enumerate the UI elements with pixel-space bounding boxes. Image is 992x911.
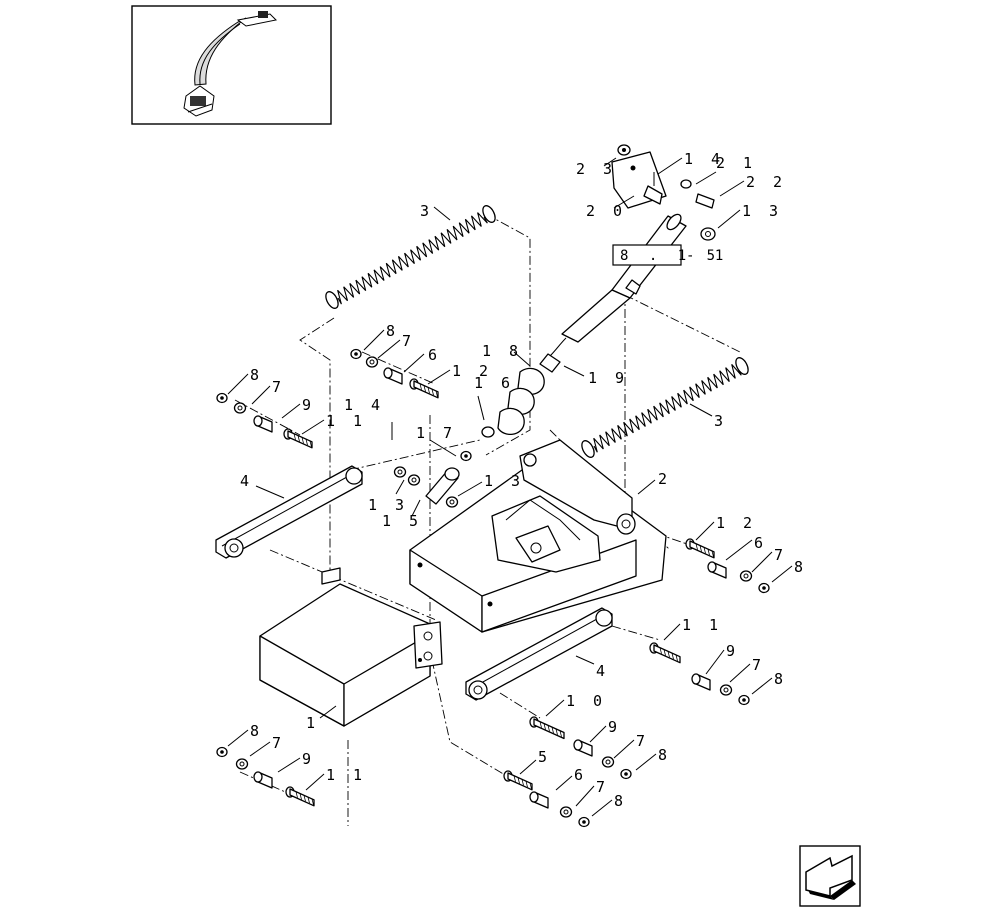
callout-19: 1 9 — [588, 369, 629, 387]
callout-3a: 3 — [420, 202, 434, 220]
callout-9b: 9 — [726, 642, 740, 660]
callout-11b: 1 1 — [682, 616, 723, 634]
upper-bracket — [611, 144, 716, 241]
callout-7c: 7 — [774, 546, 788, 564]
housing — [259, 567, 443, 727]
callout-3b: 3 — [714, 412, 728, 430]
reference-box-suffix: - 1 — [686, 248, 729, 264]
callout-20: 2 0 — [586, 202, 627, 220]
callout-23: 2 3 — [576, 160, 617, 178]
main-frame — [409, 439, 667, 633]
callout-7b: 7 — [272, 378, 286, 396]
next-page-arrow-icon[interactable] — [799, 845, 861, 907]
callout-8b: 8 — [250, 366, 264, 384]
callout-21: 2 1 — [716, 154, 757, 172]
callout-9c: 9 — [302, 750, 316, 768]
callout-7d: 7 — [752, 656, 766, 674]
callout-13c: 1 3 — [368, 496, 409, 514]
callout-17: 1 7 — [416, 424, 457, 442]
callout-6c: 6 — [574, 766, 588, 784]
callout-11c: 1 1 — [326, 766, 367, 784]
callout-18: 1 8 — [482, 342, 523, 360]
callout-8a: 8 — [386, 322, 400, 340]
callout-12b: 1 2 — [716, 514, 757, 532]
spring-lower — [581, 357, 749, 458]
callout-5: 5 — [538, 748, 552, 766]
reference-box: 8 . 1 5 - 1 — [612, 244, 729, 266]
callout-4b: 4 — [596, 662, 610, 680]
callout-8e: 8 — [250, 722, 264, 740]
callout-8c: 8 — [794, 558, 808, 576]
callout-2: 2 — [658, 470, 672, 488]
reference-box-text: 8 . 1 5 — [620, 248, 721, 264]
spring-upper — [325, 205, 496, 309]
callout-16: 1 6 — [474, 374, 515, 392]
callout-4a: 4 — [240, 472, 254, 490]
callout-9d: 9 — [608, 718, 622, 736]
callout-22: 2 2 — [746, 173, 787, 191]
callout-labels: 1 2 3 3 4 4 5 6 6 6 7 7 7 7 7 7 7 8 8 8 … — [240, 150, 808, 810]
callout-7a: 7 — [402, 332, 416, 350]
callout-15: 1 5 — [382, 512, 423, 530]
callout-7f: 7 — [636, 732, 650, 750]
hardware — [216, 348, 770, 828]
leader-lines — [227, 157, 793, 817]
lower-arm — [465, 607, 613, 701]
callout-8d: 8 — [774, 670, 788, 688]
callout-12a: 1 2 — [452, 362, 493, 380]
callout-8f: 8 — [658, 746, 672, 764]
thumbnail-locator-view — [131, 5, 332, 125]
callout-13b: 1 3 — [484, 472, 525, 490]
callout-14b: 1 4 — [344, 396, 385, 414]
callout-6b: 6 — [754, 534, 768, 552]
callout-7g: 7 — [596, 778, 610, 796]
callout-9a: 9 — [302, 396, 316, 414]
left-arm — [215, 465, 363, 559]
callout-6a: 6 — [428, 346, 442, 364]
callout-13a: 1 3 — [742, 202, 783, 220]
callout-10: 1 0 — [566, 692, 607, 710]
callout-1: 1 — [306, 714, 320, 732]
callout-14a: 1 4 — [684, 150, 725, 168]
callout-11a: 1 1 — [326, 412, 367, 430]
callout-7e: 7 — [272, 734, 286, 752]
callout-8g: 8 — [614, 792, 628, 810]
